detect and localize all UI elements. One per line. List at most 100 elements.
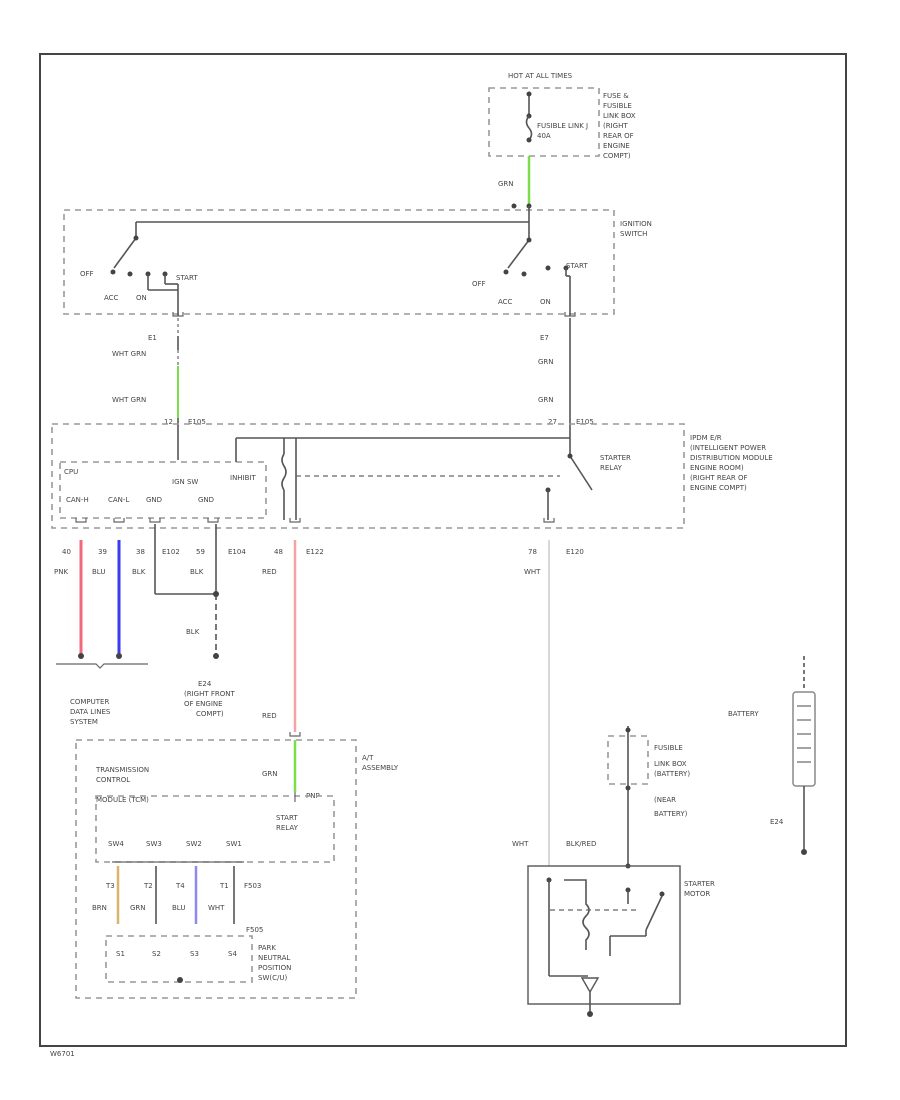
ipdm-can-l: CAN-L xyxy=(108,496,129,504)
at-wire-wht: WHT xyxy=(208,904,225,912)
at-wire-brn: BRN xyxy=(92,904,107,912)
at-pin-t4: T4 xyxy=(175,882,185,890)
fusible-battery-2: LINK BOX xyxy=(654,760,687,768)
wire-label-blk-2: BLK xyxy=(190,568,204,576)
at-assembly: RED A/T ASSEMBLY GRN TRANSMISSION CONTRO… xyxy=(75,712,399,999)
ignition-switch: IGNITION SWITCH OFF ACC ON START OFF ACC… xyxy=(63,206,652,316)
diagram-frame xyxy=(39,53,847,1047)
at-pnp-desc-2: NEUTRAL xyxy=(258,954,290,962)
ipdm-conn-e102: E102 xyxy=(162,548,180,556)
gear-battery-2: BATTERY) xyxy=(654,810,688,818)
ipdm-cpu: CPU xyxy=(64,468,78,476)
ipdm-desc-1: IPDM E/R xyxy=(690,434,722,442)
at-wire-grn: GRN xyxy=(130,904,146,912)
ipdm-conn-e122: E122 xyxy=(306,548,324,556)
ground-e24-3: OF ENGINE xyxy=(184,700,223,708)
left-pin-e1: E1 xyxy=(148,334,157,342)
right-conn-e105: E105 xyxy=(576,418,594,426)
fuse-box-desc-3: LINK BOX xyxy=(603,112,636,120)
wire-label-pnk: PNK xyxy=(54,568,68,576)
ignition-title-2: SWITCH xyxy=(620,230,647,238)
ignition-start-1: START xyxy=(176,274,198,282)
computer-data-1: COMPUTER xyxy=(70,698,109,706)
ipdm-can-h: CAN-H xyxy=(66,496,89,504)
fuse-box-desc-7: COMPT) xyxy=(603,152,631,160)
wire-label-blk-1: BLK xyxy=(132,568,146,576)
at-start-relay-1: START xyxy=(276,814,298,822)
ground-e24-2: (RIGHT FRONT xyxy=(184,690,235,698)
at-title-1: A/T xyxy=(362,754,374,762)
at-pnp-pin: PNP xyxy=(306,792,320,800)
ipdm-ign-sw: IGN SW xyxy=(172,478,198,486)
left-wire-label-2: WHT GRN xyxy=(112,396,146,404)
at-pnp-desc-3: POSITION xyxy=(258,964,291,972)
starter-motor-2: MOTOR xyxy=(684,890,710,898)
ipdm-desc-3: DISTRIBUTION MODULE xyxy=(690,454,773,462)
at-sw4: SW4 xyxy=(108,840,124,848)
at-title-2: ASSEMBLY xyxy=(362,764,399,772)
ipdm-starter-relay-2: RELAY xyxy=(600,464,623,472)
fuse-box-desc-5: REAR OF xyxy=(603,132,634,140)
left-wire-label-1: WHT GRN xyxy=(112,350,146,358)
at-conn-f503: F503 xyxy=(244,882,261,890)
ipdm-pin-39: 39 xyxy=(98,548,107,556)
ignition-acc-1: ACC xyxy=(104,294,119,302)
at-start-relay-2: RELAY xyxy=(276,824,299,832)
ignition-acc-2: ACC xyxy=(498,298,513,306)
at-s4: S4 xyxy=(228,950,237,958)
at-s2: S2 xyxy=(152,950,161,958)
wire-label-blk-3: BLK xyxy=(186,628,200,636)
ignition-title-1: IGNITION xyxy=(620,220,652,228)
ipdm-pin-38: 38 xyxy=(136,548,145,556)
starter-wire-wht: WHT xyxy=(512,840,529,848)
at-tcm-3: MODULE (TCM) xyxy=(96,796,149,804)
ignition-start-2: START xyxy=(566,262,588,270)
ipdm-inhibit: INHIBIT xyxy=(230,474,256,482)
ipdm-desc-4: ENGINE ROOM) xyxy=(690,464,744,472)
fusible-link-label: FUSIBLE LINK J xyxy=(537,122,588,130)
ipdm-gnd-2: GND xyxy=(198,496,214,504)
starter-wire-blk-red: BLK/RED xyxy=(566,840,596,848)
starter-motor: WHT BLK/RED STARTER MOTOR xyxy=(512,840,715,1017)
computer-data-3: SYSTEM xyxy=(70,718,98,726)
at-pin-t1: T1 xyxy=(219,882,229,890)
left-branch: E1 WHT GRN WHT GRN 12 E105 xyxy=(112,318,206,460)
page-code: W6701 xyxy=(50,1050,75,1058)
right-pin-e7: E7 xyxy=(540,334,549,342)
left-conn-e105: E105 xyxy=(188,418,206,426)
ignition-off-2: OFF xyxy=(472,280,486,288)
ipdm-pin-78: 78 xyxy=(528,548,537,556)
right-pin-27: 27 xyxy=(548,418,557,426)
at-pin-t2: T2 xyxy=(143,882,153,890)
battery: BATTERY E24 xyxy=(728,656,816,855)
wire-label-wht: WHT xyxy=(524,568,541,576)
ipdm-gnd-1: GND xyxy=(146,496,162,504)
ipdm-desc-6: ENGINE COMPT) xyxy=(690,484,747,492)
ipdm-pin-40: 40 xyxy=(62,548,71,556)
battery-label: BATTERY xyxy=(728,710,759,718)
left-pin-12: 12 xyxy=(164,418,173,426)
ground-e24-1: E24 xyxy=(198,680,212,688)
wire-label-blu: BLU xyxy=(92,568,105,576)
ipdm-er: IPDM E/R (INTELLIGENT POWER DISTRIBUTION… xyxy=(51,423,773,529)
ipdm-desc-2: (INTELLIGENT POWER xyxy=(690,444,766,452)
ipdm-pin-48: 48 xyxy=(274,548,283,556)
at-grn-label: GRN xyxy=(262,770,278,778)
ipdm-desc-5: (RIGHT REAR OF xyxy=(690,474,748,482)
at-s3: S3 xyxy=(190,950,199,958)
gear-battery-1: (NEAR xyxy=(654,796,676,804)
fuse-box-desc-6: ENGINE xyxy=(603,142,630,150)
ground-e24-4: COMPT) xyxy=(196,710,224,718)
at-pnp-conn: F505 xyxy=(246,926,263,934)
at-red-label: RED xyxy=(262,712,277,720)
battery-ground-label: E24 xyxy=(770,818,784,826)
hot-at-all-times-label: HOT AT ALL TIMES xyxy=(508,72,573,80)
fusible-link-battery: FUSIBLE LINK BOX (BATTERY) (NEAR BATTERY… xyxy=(607,726,690,869)
wire-label-red: RED xyxy=(262,568,277,576)
ignition-on-2: ON xyxy=(540,298,551,306)
fuse-box-desc-1: FUSE & xyxy=(603,92,629,100)
right-wire-label-1: GRN xyxy=(538,358,554,366)
ignition-on-1: ON xyxy=(136,294,147,302)
at-wire-blu: BLU xyxy=(172,904,185,912)
